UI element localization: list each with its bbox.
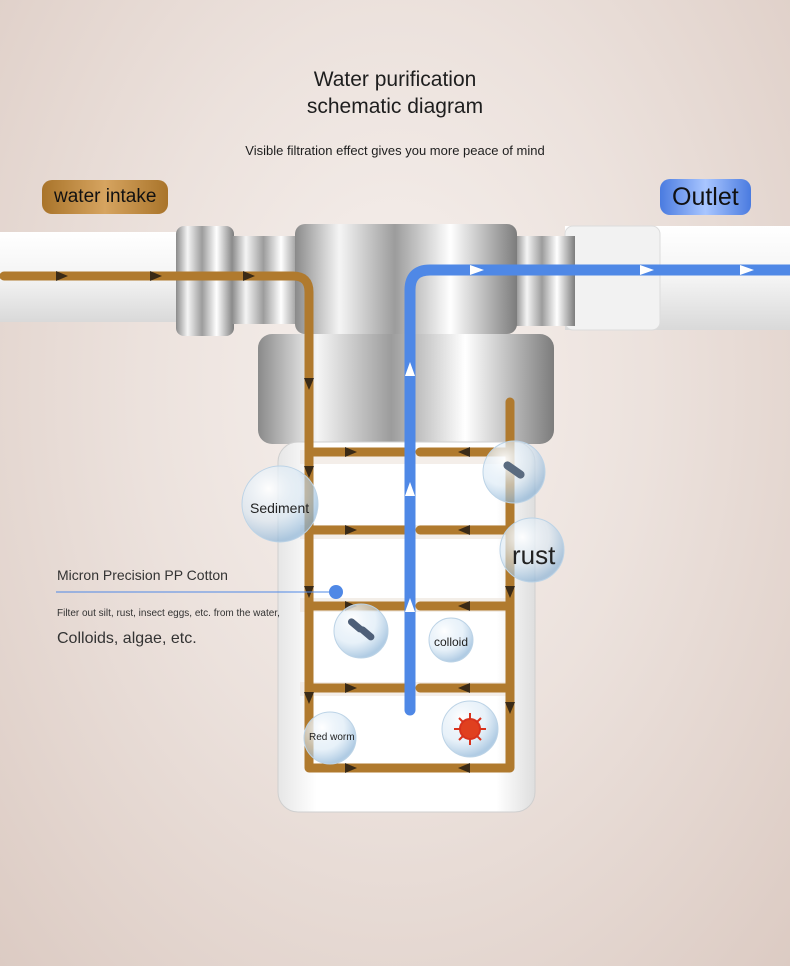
- filter-info-description-cont: Colloids, algae, etc.: [57, 630, 197, 647]
- arrow-right-icon: [740, 265, 754, 275]
- arrow-left-icon: [458, 601, 470, 611]
- clean-flow: [404, 264, 790, 716]
- colloid-bubble: [428, 617, 474, 663]
- outlet-tag: Outlet: [660, 179, 751, 215]
- arrow-down-icon: [304, 378, 314, 390]
- arrow-down-icon: [304, 466, 314, 478]
- arrow-down-icon: [505, 586, 515, 598]
- rust-label: rust: [512, 540, 556, 570]
- sediment-label: Sediment: [250, 500, 310, 516]
- arrow-left-icon: [458, 525, 470, 535]
- filter-head: [295, 224, 517, 334]
- water-intake-tag: water intake: [42, 180, 169, 214]
- arrow-right-icon: [345, 525, 357, 535]
- filter-info-title: Micron Precision PP Cotton: [57, 567, 228, 583]
- inlet-nut: [176, 226, 234, 336]
- arrow-down-icon: [304, 692, 314, 704]
- arrow-right-icon: [150, 271, 162, 281]
- arrow-up-icon: [405, 482, 415, 496]
- arrow-right-icon: [345, 683, 357, 693]
- red-worm-label: Red worm: [309, 732, 355, 743]
- page-subtitle: Visible filtration effect gives you more…: [245, 143, 545, 158]
- redworm-bubble: [303, 711, 357, 765]
- arrow-right-icon: [345, 447, 357, 457]
- arrow-up-icon: [405, 598, 415, 612]
- colloid-label: colloid: [434, 635, 469, 649]
- bacteria-icon: [347, 618, 375, 641]
- arrow-right-icon: [470, 265, 484, 275]
- arrow-right-icon: [243, 271, 255, 281]
- sediment-bubble: [241, 465, 319, 543]
- arrow-left-icon: [458, 447, 470, 457]
- arrow-down-icon: [505, 702, 515, 714]
- page-title: Water purification schematic diagram: [306, 68, 484, 118]
- filter-info-description: Filter out silt, rust, insect eggs, etc.…: [57, 608, 280, 619]
- virus-icon: [454, 713, 486, 745]
- arrow-right-icon: [56, 271, 68, 281]
- arrow-right-icon: [640, 265, 654, 275]
- micron-marker: [329, 585, 343, 599]
- arrow-left-icon: [458, 683, 470, 693]
- arrow-up-icon: [405, 362, 415, 376]
- arrow-left-icon: [458, 763, 470, 773]
- bacteria-icon: [503, 461, 525, 479]
- arrow-right-icon: [345, 763, 357, 773]
- rust-bubble: [499, 517, 565, 583]
